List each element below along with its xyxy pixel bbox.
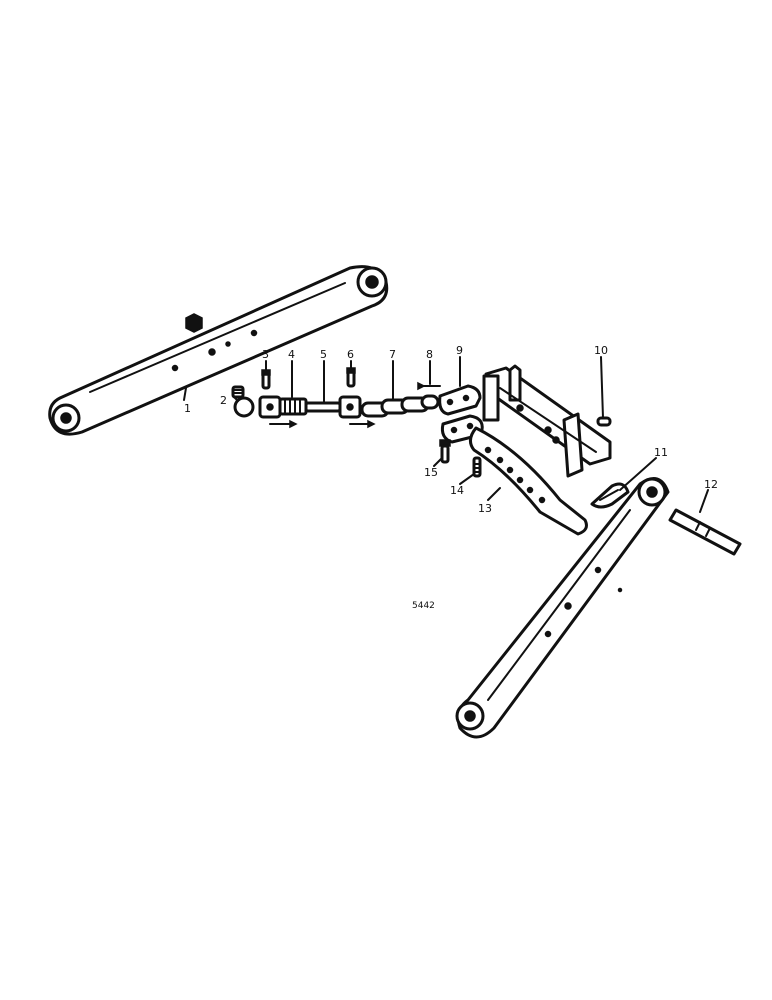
- pin-3: [261, 369, 271, 390]
- callout-7: 7: [389, 348, 396, 361]
- linch-pin-11: [590, 482, 630, 509]
- pin-8: [417, 381, 441, 391]
- lock-nut: [185, 313, 203, 333]
- callout-15: 15: [424, 466, 438, 479]
- reference-code: 5442: [412, 601, 435, 611]
- pin-10: [596, 416, 612, 427]
- callout-4: 4: [288, 348, 295, 361]
- pin-6: [346, 367, 356, 388]
- callout-6: 6: [347, 348, 354, 361]
- clevis-right: [338, 395, 376, 429]
- pin-12: [668, 508, 742, 556]
- check-chain-7: [360, 394, 440, 418]
- callout-3: 3: [262, 348, 269, 361]
- callout-10: 10: [594, 344, 608, 357]
- callout-11: 11: [654, 446, 668, 459]
- swinging-drawbar-13: [469, 426, 588, 536]
- bolt-15: [439, 439, 451, 464]
- leader-lines: [183, 356, 709, 513]
- callout-2: 2: [220, 394, 227, 407]
- right-lower-link-arm: [455, 477, 670, 739]
- callout-12: 12: [704, 478, 718, 491]
- callout-13: 13: [478, 502, 492, 515]
- turnbuckle-rod-5: [304, 401, 342, 413]
- callout-5: 5: [320, 348, 327, 361]
- callout-labels: 1 2 3 4 5 6 7 8 9 10 11 12 13 14 15: [184, 344, 718, 515]
- callout-8: 8: [426, 348, 433, 361]
- left-lower-link-arm: [48, 265, 389, 436]
- callout-14: 14: [450, 484, 464, 497]
- ball-joint-end: [231, 385, 255, 418]
- drawbar-frame: [482, 364, 612, 478]
- bolt-14: [472, 456, 482, 478]
- clevis-4: [258, 395, 308, 429]
- callout-1: 1: [184, 402, 191, 415]
- callout-9: 9: [456, 344, 463, 357]
